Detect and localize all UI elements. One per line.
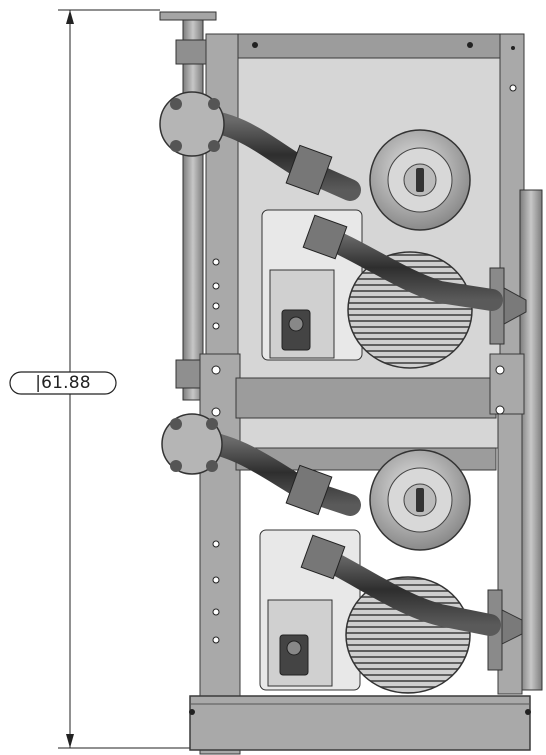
base-frame — [189, 695, 531, 751]
dimension-label: | 61.88 — [6, 370, 120, 396]
right-pipe — [519, 189, 543, 691]
lower-pump — [259, 449, 523, 694]
upper-hose-fittings — [285, 144, 348, 260]
lower-left-flange — [161, 413, 223, 475]
dimension-value: 61.88 — [41, 373, 91, 393]
dimension-prefix: | — [35, 373, 42, 393]
lower-hose-fittings — [285, 464, 346, 580]
dimension-line — [9, 9, 200, 749]
middle-frame — [199, 353, 525, 755]
frame-holes — [212, 258, 220, 644]
upper-left-flange — [159, 91, 225, 157]
